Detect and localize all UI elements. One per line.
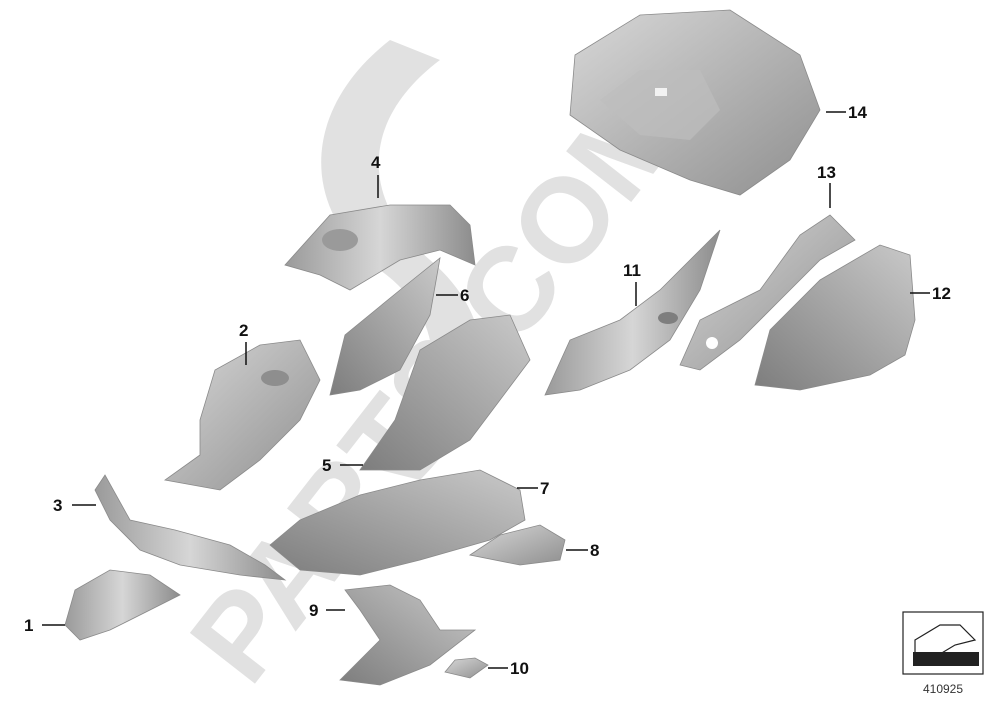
callout-11: 11 — [623, 261, 641, 280]
part-10-small-cap — [444, 657, 489, 679]
callout-8: 8 — [590, 541, 599, 560]
callouts: 1 2 3 4 5 6 7 8 9 10 11 12 13 14 — [24, 103, 951, 678]
callout-13: 13 — [817, 163, 836, 182]
part-12-side-case-cover — [754, 244, 916, 391]
callout-9: 9 — [309, 601, 318, 620]
part-14-top-cover — [569, 9, 821, 196]
callout-3: 3 — [53, 496, 62, 515]
callout-5: 5 — [322, 456, 331, 475]
callout-14: 14 — [848, 103, 867, 122]
part-11-tail-section — [544, 229, 721, 396]
callout-7: 7 — [540, 479, 549, 498]
part-8-trim-piece — [468, 524, 566, 566]
part-9-lower-guard — [339, 584, 477, 686]
callout-4: 4 — [371, 153, 381, 172]
leader-lines — [42, 111, 930, 669]
part-4-cover — [284, 204, 476, 291]
part-6-panel — [329, 257, 441, 396]
part-3-lower-panel — [94, 474, 287, 581]
reference-symbol — [902, 611, 984, 675]
part-2-side-panel — [163, 339, 321, 491]
part-7-belly-pan — [269, 469, 526, 576]
part-1-front-fender — [64, 569, 181, 641]
callout-1: 1 — [24, 616, 33, 635]
callout-12: 12 — [932, 284, 951, 303]
callout-10: 10 — [510, 659, 529, 678]
part-13-bracket — [679, 214, 856, 371]
callout-6: 6 — [460, 286, 469, 305]
part-5-side-fairing — [359, 314, 531, 471]
drawing-number: 410925 — [923, 682, 963, 696]
callout-2: 2 — [239, 321, 248, 340]
reference-bar — [913, 652, 979, 666]
